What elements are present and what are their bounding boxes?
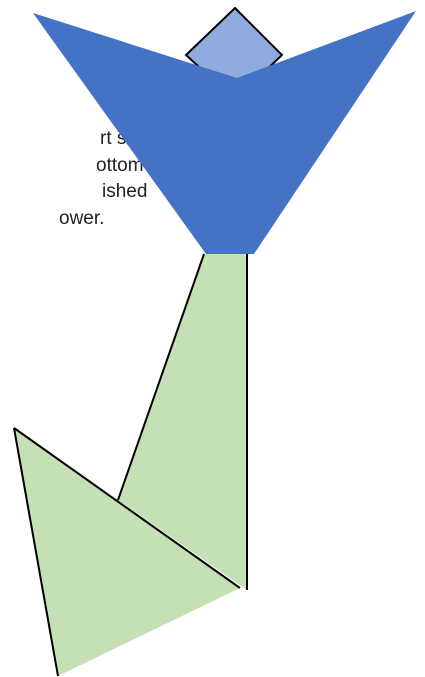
- flower-figure: [0, 0, 425, 677]
